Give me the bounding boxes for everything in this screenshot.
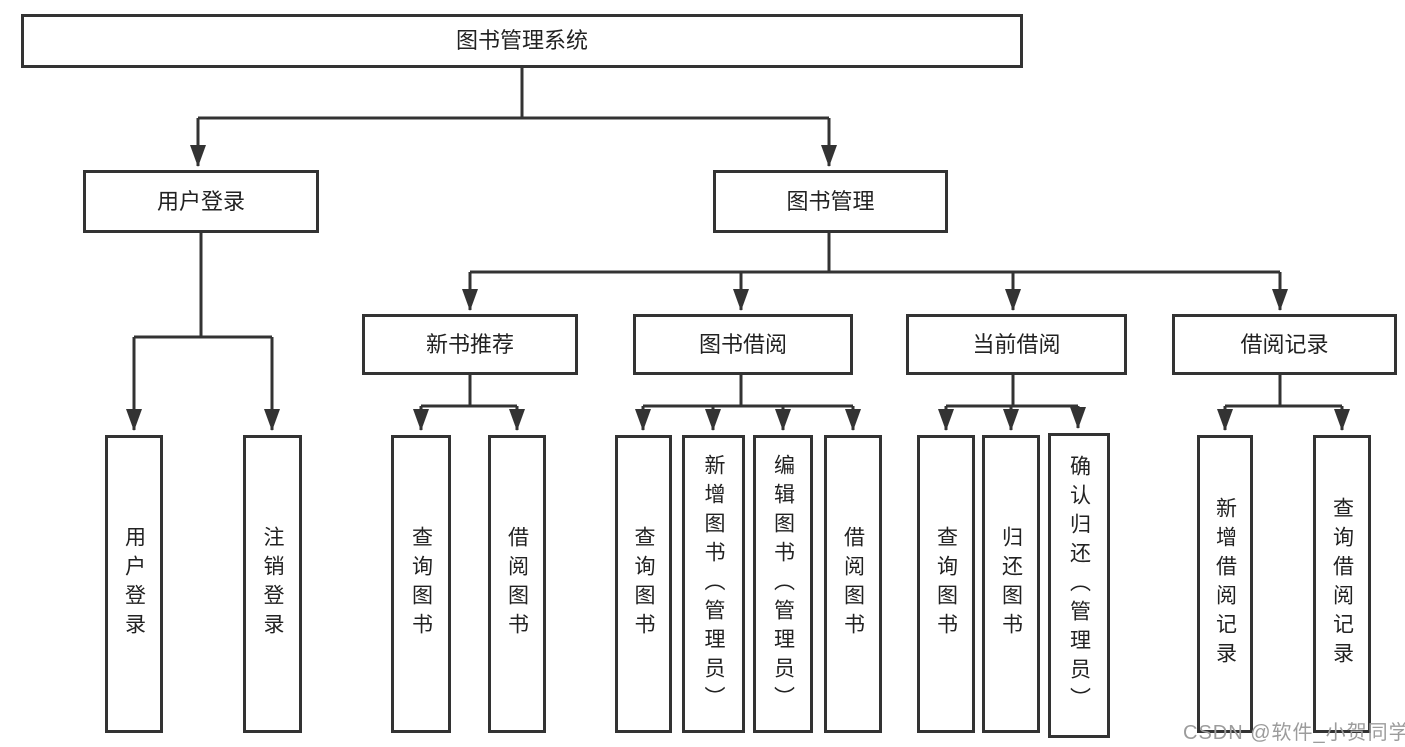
leaf-label: 查询图书 <box>934 526 958 642</box>
leaf-label: 查询图书 <box>632 526 655 642</box>
leaf-current-query-book: 查询图书 <box>917 435 975 733</box>
leaf-borrow-query-book: 查询图书 <box>615 435 672 733</box>
leaf-borrow-add-book-admin: 新增图书（管理员） <box>682 435 745 733</box>
leaf-label: 借阅图书 <box>505 526 529 642</box>
leaf-borrow-borrow-book: 借阅图书 <box>824 435 882 733</box>
leaf-current-return-book: 归还图书 <box>982 435 1040 733</box>
node-new-book-recommend: 新书推荐 <box>362 314 578 375</box>
leaf-label: 新增图书（管理员） <box>702 453 725 715</box>
leaf-label: 确认归还（管理员） <box>1067 455 1091 716</box>
node-user-login: 用户登录 <box>83 170 319 233</box>
node-label: 借阅记录 <box>1240 331 1329 357</box>
node-label: 图书借阅 <box>698 331 787 357</box>
leaf-recommend-query-book: 查询图书 <box>391 435 451 733</box>
node-borrow-records: 借阅记录 <box>1172 314 1397 375</box>
leaf-user-login: 用户登录 <box>105 435 163 733</box>
watermark: CSDN @软件_小贺同学 <box>1183 722 1405 744</box>
leaf-label: 编辑图书（管理员） <box>771 453 795 715</box>
node-label: 图书管理 <box>786 188 875 214</box>
leaf-borrow-edit-book-admin: 编辑图书（管理员） <box>753 435 813 733</box>
leaf-records-query-record: 查询借阅记录 <box>1313 435 1371 733</box>
leaf-label: 注销登录 <box>261 526 284 642</box>
node-book-management: 图书管理 <box>713 170 948 233</box>
node-label: 当前借阅 <box>972 331 1061 357</box>
leaf-label: 新增借阅记录 <box>1213 497 1237 671</box>
leaf-label: 查询图书 <box>409 526 433 642</box>
leaf-label: 用户登录 <box>122 526 146 642</box>
leaf-logout: 注销登录 <box>243 435 302 733</box>
connector-trunks <box>134 68 1342 408</box>
leaf-current-confirm-return-admin: 确认归还（管理员） <box>1048 433 1110 738</box>
leaf-label: 查询借阅记录 <box>1330 497 1354 671</box>
leaf-label: 归还图书 <box>999 526 1023 642</box>
node-label: 用户登录 <box>156 188 245 214</box>
leaf-records-add-record: 新增借阅记录 <box>1197 435 1253 733</box>
node-current-borrow: 当前借阅 <box>906 314 1127 375</box>
leaf-recommend-borrow-book: 借阅图书 <box>488 435 546 733</box>
leaf-label: 借阅图书 <box>841 526 865 642</box>
node-system-root: 图书管理系统 <box>21 14 1023 68</box>
node-book-borrow: 图书借阅 <box>633 314 853 375</box>
node-label: 图书管理系统 <box>455 28 588 53</box>
node-label: 新书推荐 <box>425 331 514 357</box>
